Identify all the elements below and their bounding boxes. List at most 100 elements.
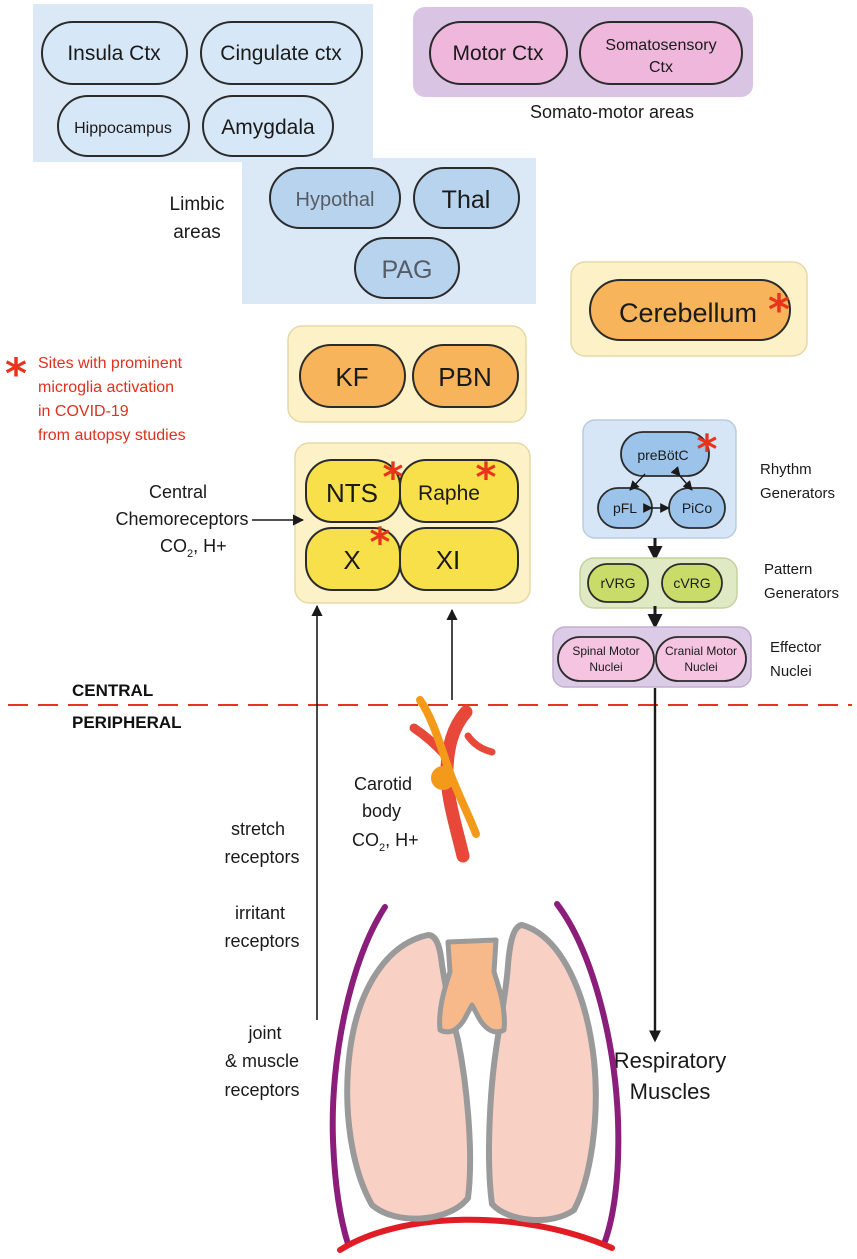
chemoreceptors-line1: Central [149,482,207,502]
rhythm-generators: preBötC * pFL PiCo Rhythm Generators [582,419,835,539]
cvrg-node: cVRG [661,563,723,603]
hypothal-label: Hypothal [296,189,375,211]
cerebellum-region: Cerebellum * [570,261,808,357]
spinal-motor-label-line1: Spinal Motor [572,644,639,658]
carotid-body-icon [409,696,496,863]
limbic-areas-label-line1: Limbic [170,194,225,215]
cvrg-label: cVRG [673,575,710,591]
cerebellum-node: Cerebellum [589,279,791,341]
cranial-motor-label-line2: Nuclei [684,660,717,674]
pico-node: PiCo [668,487,726,529]
raphe-node: Raphe [399,459,519,523]
x-label: X [343,545,360,575]
thal-node: Thal [413,167,520,229]
x-asterisk: * [370,520,391,566]
rhythm-label-line1: Rhythm [760,461,812,478]
cingulate-ctx-label: Cingulate ctx [220,42,342,65]
rvrg-node: rVRG [587,563,649,603]
legend-line-4: from autopsy studies [38,427,186,444]
effector-nuclei: Spinal Motor Nuclei Cranial Motor Nuclei… [552,626,821,688]
xi-node: XI [399,527,519,591]
stretch-label-line2: receptors [224,847,299,867]
carotid-co2: CO2, H+ [352,830,419,854]
prebotc-asterisk: * [697,427,718,473]
pbn-node: PBN [412,344,519,408]
irritant-label-line2: receptors [224,931,299,951]
chemoreceptors-co2: CO2, H+ [160,536,227,560]
motor-ctx-node: Motor Ctx [429,21,568,85]
joint-label-line3: receptors [224,1080,299,1100]
joint-label-line2: & muscle [225,1051,299,1071]
pag-node: PAG [354,237,460,299]
kf-label: KF [335,362,368,392]
effector-label-line2: Nuclei [770,663,812,680]
diaphragm [337,1216,615,1253]
irritant-label-line1: irritant [235,903,285,923]
chemoreceptors-line2: Chemoreceptors [115,509,248,529]
carotid-line1: Carotid [354,774,412,794]
pfl-node: pFL [597,487,653,529]
legend-line-3: in COVID-19 [38,403,129,420]
pfl-label: pFL [613,500,637,516]
amygdala-label: Amygdala [221,116,315,139]
cerebellum-asterisk: * [768,285,790,334]
trachea [437,937,507,1035]
left-rib [329,904,388,1247]
cerebellum-label: Cerebellum [619,298,757,328]
x-node: X [305,527,401,591]
legend: * Sites with prominent microglia activat… [5,349,186,444]
cranial-motor-label-line1: Cranial Motor [665,644,737,658]
prebotc-to-pico-arrow [670,466,693,491]
legend-asterisk: * [5,349,27,398]
motor-ctx-label: Motor Ctx [452,42,544,65]
somatosensory-label-line2: Ctx [649,59,673,76]
spinal-motor-node: Spinal Motor Nuclei [557,636,655,682]
somatosensory-label-line1: Somatosensory [605,37,716,54]
limbic-region: Insula Ctx Cingulate ctx Hippocampus Amy… [33,4,536,304]
central-chemoreceptors: Central Chemoreceptors CO2, H+ [115,482,305,560]
lungs-illustration [329,901,622,1253]
pattern-label-line2: Generators [764,585,839,602]
pattern-label-line1: Pattern [764,561,812,578]
hippocampus-node: Hippocampus [57,95,190,157]
xi-label: XI [436,545,461,575]
raphe-asterisk: * [476,455,497,501]
central-peripheral-divider: CENTRAL PERIPHERAL [8,681,852,732]
peripheral-label: PERIPHERAL [72,713,182,732]
kf-node: KF [299,344,406,408]
legend-line-2: microglia activation [38,379,174,396]
pons-region: KF PBN [287,325,527,423]
respiratory-muscles-line2: Muscles [630,1079,711,1104]
effector-label-line1: Effector [770,639,821,656]
hippocampus-label: Hippocampus [74,120,172,137]
somatomotor-areas-label: Somato-motor areas [530,102,694,122]
cranial-motor-node: Cranial Motor Nuclei [655,636,747,682]
medulla-region: NTS Raphe X XI * * * [294,442,531,604]
hypothal-node: Hypothal [269,167,401,229]
pag-label: PAG [382,256,433,284]
pbn-label: PBN [438,362,491,392]
joint-label-line1: joint [247,1023,281,1043]
thal-label: Thal [442,186,491,214]
prebotc-node: preBötC [620,431,710,477]
central-label: CENTRAL [72,681,153,700]
legend-line-1: Sites with prominent [38,355,183,372]
rhythm-label-line2: Generators [760,485,835,502]
insula-ctx-node: Insula Ctx [41,21,188,85]
amygdala-node: Amygdala [202,95,334,157]
right-lung [486,922,599,1223]
somatosensory-ctx-node: Somatosensory Ctx [579,21,743,85]
limbic-areas-label-line2: areas [173,222,221,243]
pattern-generators: rVRG cVRG Pattern Generators [579,557,839,609]
respiratory-muscles-line1: Respiratory [614,1048,726,1073]
insula-ctx-label: Insula Ctx [67,42,161,65]
rvrg-label: rVRG [601,575,636,591]
spinal-motor-label-line2: Nuclei [589,660,622,674]
stretch-label-line1: stretch [231,819,285,839]
cingulate-ctx-node: Cingulate ctx [200,21,363,85]
raphe-label: Raphe [418,482,480,505]
right-rib [554,901,622,1247]
nts-asterisk: * [383,455,404,501]
prebotc-label: preBötC [637,447,688,463]
